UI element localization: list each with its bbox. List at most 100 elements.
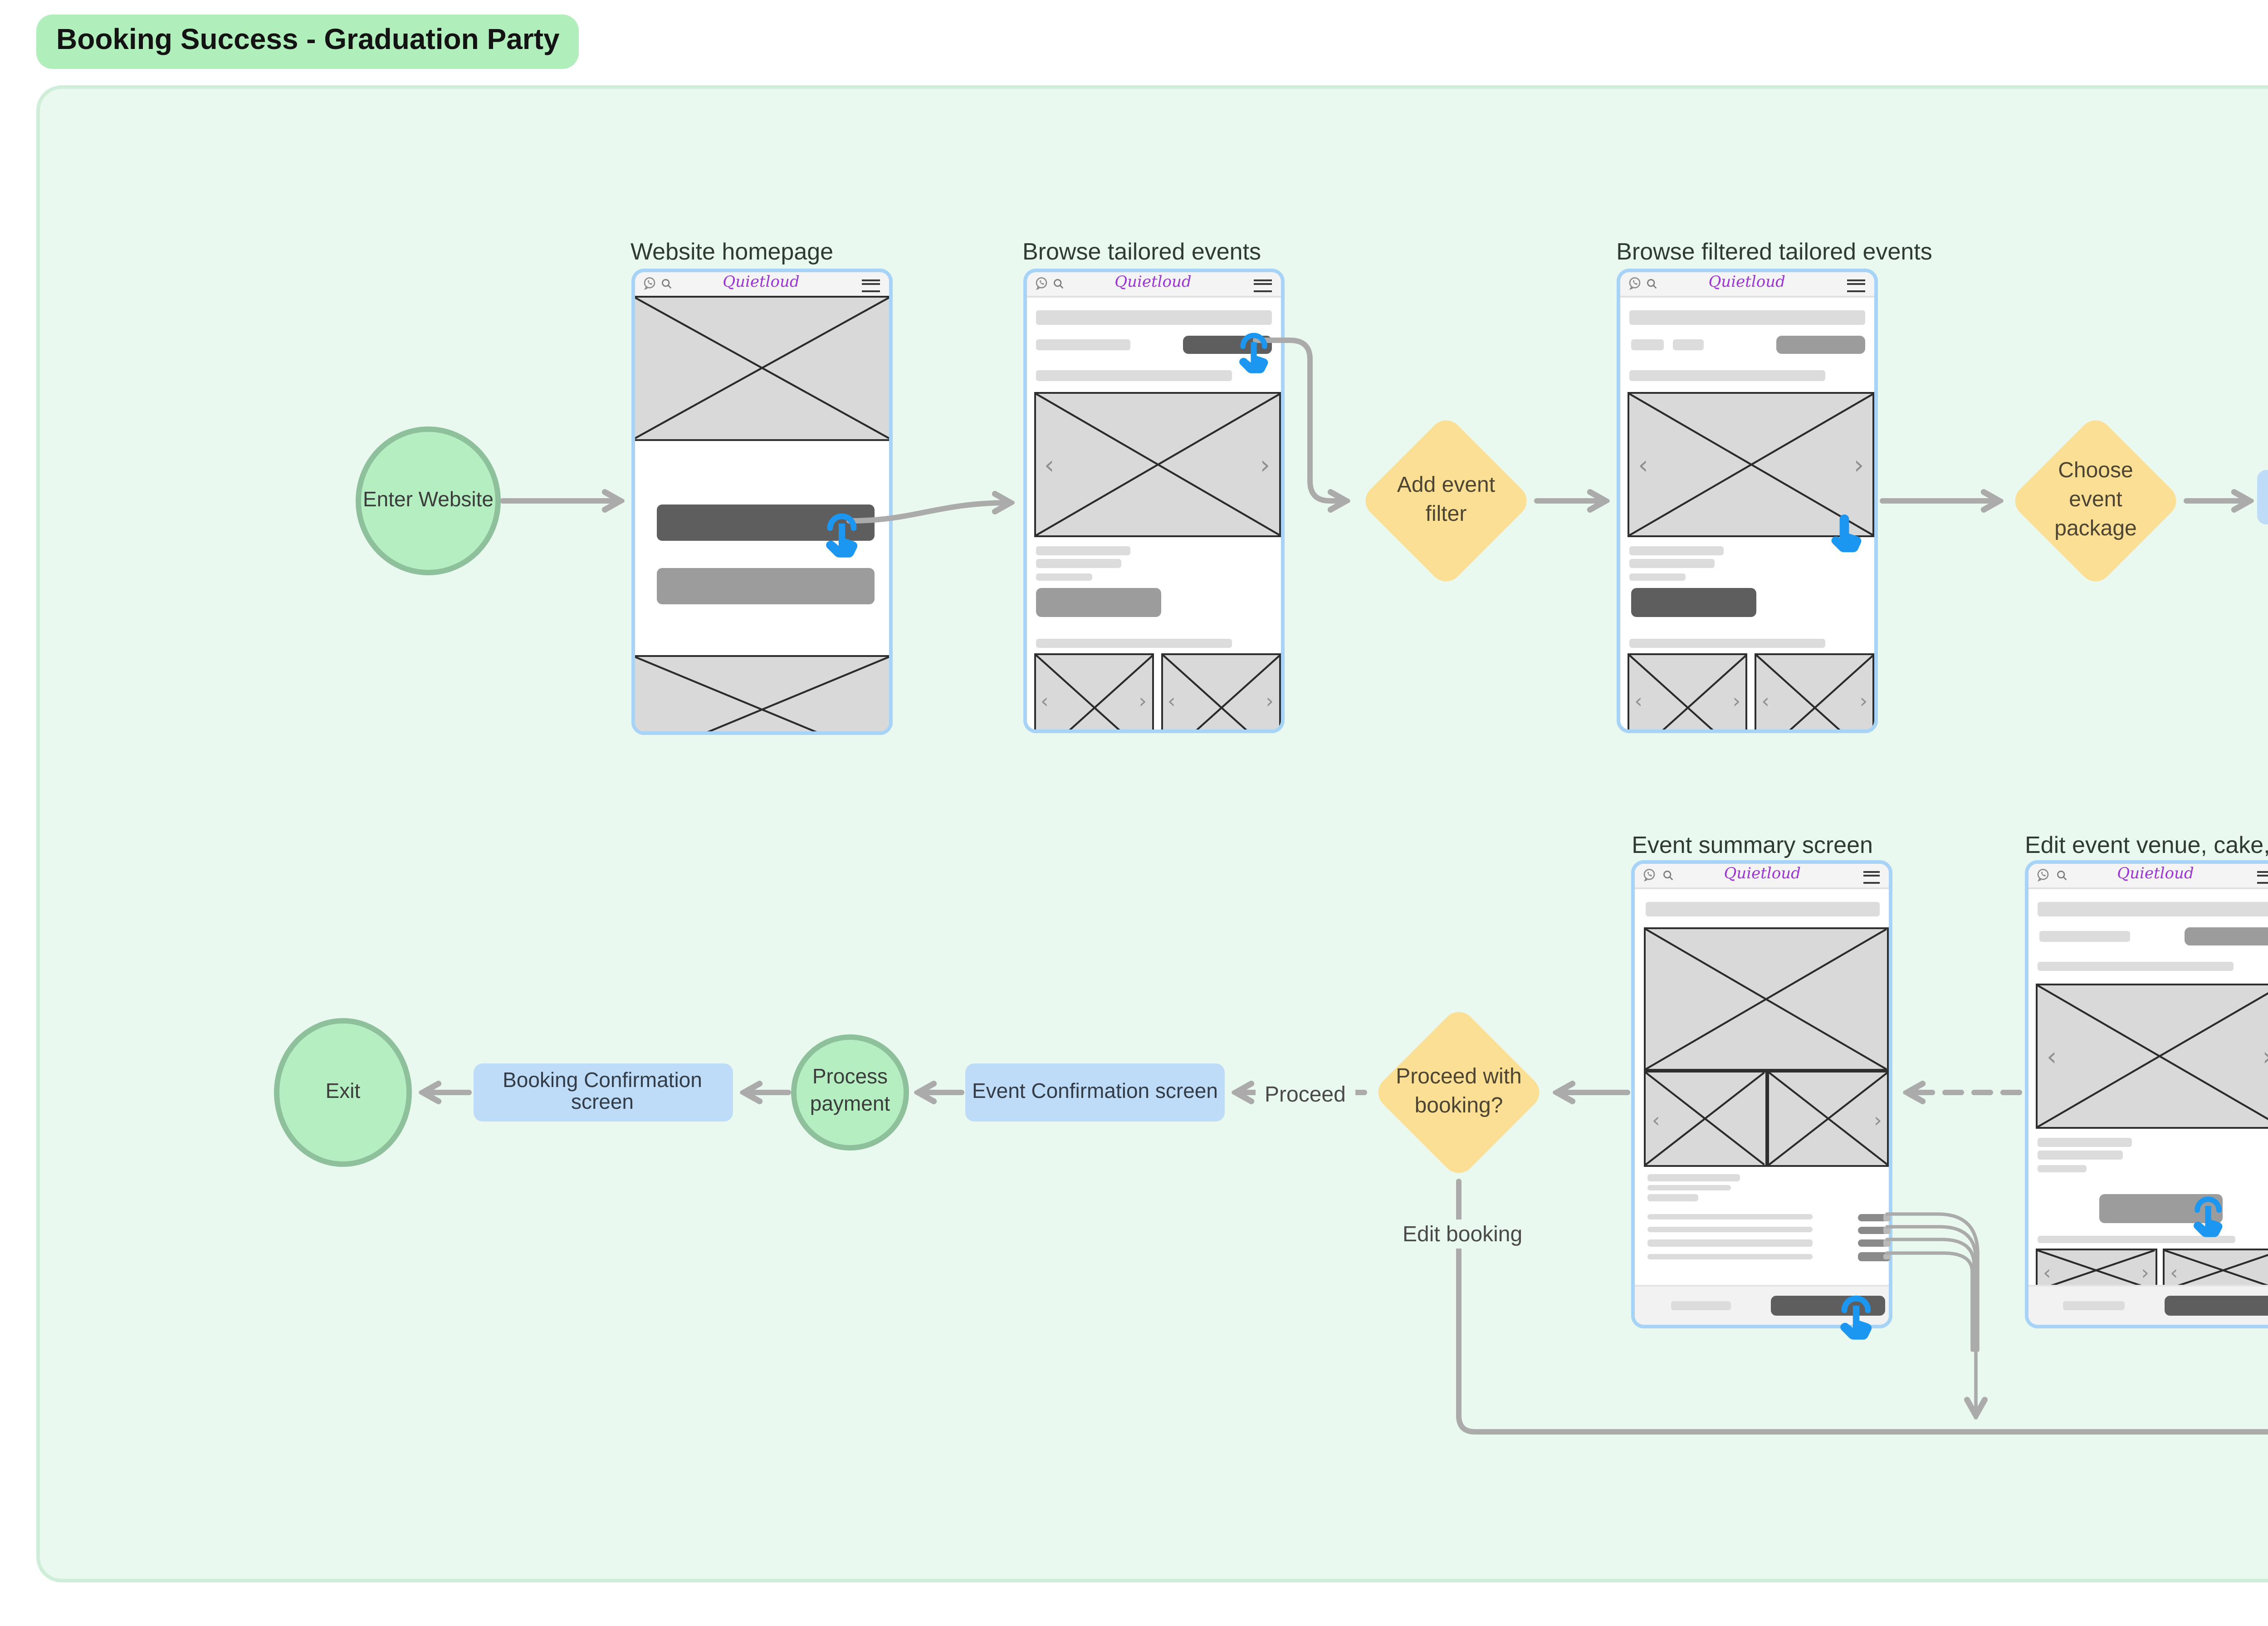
board-title-badge[interactable]: Booking Success - Graduation Party xyxy=(36,15,580,69)
screen-label-browse-filtered: Browse filtered tailored events xyxy=(1616,238,1932,265)
footer-text-line xyxy=(2063,1300,2124,1310)
filter-button[interactable] xyxy=(1776,335,1866,354)
search-icon[interactable] xyxy=(1646,277,1659,289)
text-line xyxy=(2038,931,2130,942)
brand-logo: Quietloud xyxy=(2117,866,2194,884)
tap-gesture-icon[interactable] xyxy=(1835,1294,1878,1341)
pointer-finger-icon[interactable] xyxy=(1827,511,1867,560)
text-bar xyxy=(2038,902,2268,916)
screen-label-website-homepage: Website homepage xyxy=(631,238,834,265)
summary-item-line xyxy=(1648,1254,1813,1260)
carousel-prev-icon[interactable]: ‹ xyxy=(1761,690,1769,713)
node-booking-confirmation-screen[interactable]: Booking Confirmation screen xyxy=(473,1063,732,1122)
carousel-next-icon[interactable]: › xyxy=(1139,690,1147,713)
carousel-next-icon[interactable]: › xyxy=(1732,690,1741,713)
whatsapp-icon xyxy=(2037,869,2049,882)
carousel-next-icon[interactable]: › xyxy=(1260,451,1270,480)
node-choose-event-package[interactable]: Choose event package xyxy=(2009,414,2183,588)
text-line xyxy=(1648,1174,1741,1181)
node-proceed-with-booking[interactable]: Proceed with booking? xyxy=(1372,1005,1546,1180)
thumb-carousel-placeholder[interactable]: ‹ › xyxy=(1160,653,1280,729)
menu-icon[interactable] xyxy=(1254,279,1271,293)
screen-label-edit-event: Edit event venue, cake, food etc. xyxy=(2025,830,2268,857)
action-button[interactable] xyxy=(1035,587,1160,616)
whatsapp-icon xyxy=(1628,277,1640,290)
text-line xyxy=(1035,370,1231,380)
node-process-payment[interactable]: Process payment xyxy=(791,1034,909,1151)
whatsapp-icon xyxy=(1035,277,1046,290)
text-bar xyxy=(1645,902,1881,916)
action-button[interactable] xyxy=(1631,587,1756,616)
carousel-next-icon[interactable]: › xyxy=(2141,1260,2149,1284)
mobile-header: Quietloud xyxy=(634,271,888,298)
carousel-prev-icon[interactable]: ‹ xyxy=(2043,1260,2051,1284)
image-placeholder xyxy=(634,654,888,730)
confirm-button[interactable] xyxy=(2165,1295,2268,1315)
text-bar xyxy=(1035,639,1231,648)
carousel-next-icon[interactable]: › xyxy=(1874,1109,1882,1133)
node-add-event-filter[interactable]: Add event filter xyxy=(1359,414,1533,588)
carousel-prev-icon[interactable]: ‹ xyxy=(2170,1260,2178,1284)
carousel-next-icon[interactable]: › xyxy=(1266,690,1274,713)
screen-label-event-summary: Event summary screen xyxy=(1632,830,1873,857)
search-icon[interactable] xyxy=(660,277,673,289)
carousel-next-icon[interactable]: › xyxy=(2263,1045,2268,1071)
summary-item-line xyxy=(1648,1240,1813,1246)
carousel-prev-icon[interactable]: ‹ xyxy=(2047,1043,2057,1073)
mobile-header: Quietloud xyxy=(1620,271,1874,298)
secondary-cta-button[interactable] xyxy=(656,567,875,603)
carousel-image-placeholder[interactable]: ‹ › xyxy=(2036,983,2268,1129)
text-line xyxy=(2038,1164,2087,1172)
node-event-confirmation-screen[interactable]: Event Confirmation screen xyxy=(965,1063,1225,1122)
edit-item-pill[interactable] xyxy=(1858,1252,1891,1261)
carousel-prev-icon[interactable]: ‹ xyxy=(1652,1109,1660,1133)
node-enter-website[interactable]: Enter Website xyxy=(356,426,501,575)
tap-gesture-icon[interactable] xyxy=(1233,329,1273,375)
menu-icon[interactable] xyxy=(1848,279,1865,293)
menu-icon[interactable] xyxy=(2256,870,2268,884)
filter-button[interactable] xyxy=(2185,926,2268,945)
menu-icon[interactable] xyxy=(1863,870,1881,884)
mobile-header: Quietloud xyxy=(2028,863,2268,889)
carousel-prev-icon[interactable]: ‹ xyxy=(1638,451,1648,480)
menu-icon[interactable] xyxy=(862,279,879,293)
text-line xyxy=(2038,1151,2123,1160)
mobile-header: Quietloud xyxy=(1026,271,1280,298)
thumb-carousel-placeholder[interactable]: › xyxy=(1767,1071,1889,1167)
edit-item-pill[interactable] xyxy=(1858,1213,1891,1222)
thumb-carousel-placeholder[interactable]: ‹ › xyxy=(1627,653,1748,729)
text-line xyxy=(1648,1184,1732,1191)
thumb-carousel-placeholder[interactable]: ‹ › xyxy=(1754,653,1874,729)
search-icon[interactable] xyxy=(1052,277,1065,289)
wireframe-website-homepage[interactable]: Quietloud xyxy=(631,268,892,734)
wireframe-edit-event[interactable]: Quietloud ‹ › ‹ › ‹ › xyxy=(2025,859,2268,1327)
tap-gesture-icon[interactable] xyxy=(2188,1193,2228,1239)
text-line xyxy=(1630,339,1664,350)
thumb-carousel-placeholder[interactable]: ‹ xyxy=(1644,1071,1767,1167)
edge-label-proceed: Proceed xyxy=(1256,1079,1355,1108)
node-event-details-screen[interactable]: Event Details screen xyxy=(2257,470,2268,524)
node-exit[interactable]: Exit xyxy=(274,1018,412,1167)
carousel-image-placeholder[interactable]: ‹ › xyxy=(1033,391,1280,536)
search-icon[interactable] xyxy=(1662,868,1674,881)
wireframe-event-summary[interactable]: Quietloud ‹ › xyxy=(1632,859,1893,1327)
edit-item-pill[interactable] xyxy=(1858,1226,1891,1235)
carousel-image-placeholder[interactable]: ‹ › xyxy=(1627,391,1874,536)
text-bar xyxy=(1035,309,1271,325)
tap-gesture-icon[interactable] xyxy=(819,511,863,558)
wireframe-browse-filtered[interactable]: Quietloud ‹ › ‹ › ‹ › xyxy=(1616,268,1878,732)
text-line xyxy=(1629,370,1825,380)
carousel-prev-icon[interactable]: ‹ xyxy=(1044,451,1055,480)
carousel-prev-icon[interactable]: ‹ xyxy=(1634,690,1642,713)
text-line xyxy=(1648,1194,1698,1201)
whatsapp-icon xyxy=(643,277,655,290)
carousel-next-icon[interactable]: › xyxy=(1859,690,1868,713)
search-icon[interactable] xyxy=(2055,868,2068,881)
carousel-next-icon[interactable]: › xyxy=(1853,451,1864,480)
summary-image-placeholder xyxy=(1644,927,1889,1071)
carousel-prev-icon[interactable]: ‹ xyxy=(1168,690,1176,713)
edit-item-pill[interactable] xyxy=(1858,1239,1891,1248)
thumb-carousel-placeholder[interactable]: ‹ › xyxy=(1033,653,1154,729)
brand-logo: Quietloud xyxy=(1114,274,1192,292)
carousel-prev-icon[interactable]: ‹ xyxy=(1041,690,1049,713)
